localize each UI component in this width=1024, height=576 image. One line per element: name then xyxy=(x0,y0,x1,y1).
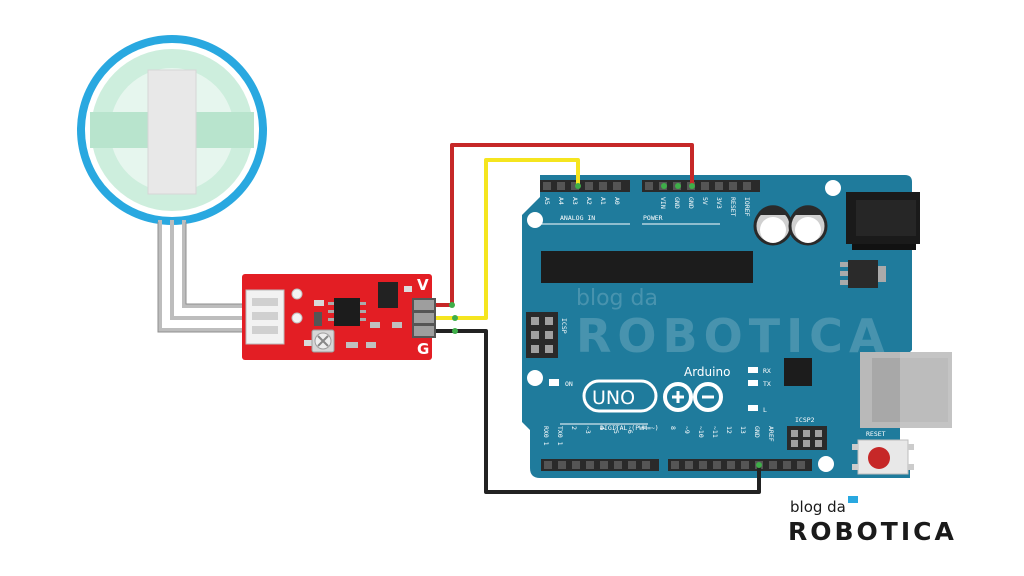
pin-label: A0 xyxy=(613,197,621,205)
power-label: POWER xyxy=(643,214,663,222)
pin-label: 3V3 xyxy=(715,197,723,209)
icsp2-header xyxy=(787,426,827,450)
digital-label: DIGITAL (PWM=~) xyxy=(600,424,659,432)
pin-v-label: V xyxy=(417,276,429,294)
usb-controller-chip xyxy=(784,358,812,386)
wire-signal xyxy=(436,158,580,320)
icsp-header xyxy=(526,312,558,358)
tx-led xyxy=(748,380,758,386)
pin-label: TX0 1 xyxy=(556,426,564,446)
sensor-element xyxy=(147,69,197,195)
reset-button xyxy=(852,439,914,475)
reset-label: RESET xyxy=(866,430,886,438)
pin-label: RESET xyxy=(729,197,737,217)
svg-text:ROBOTICA: ROBOTICA xyxy=(576,309,891,363)
pin-label: IOREF xyxy=(743,197,751,217)
pin-label: 13 xyxy=(739,426,747,434)
pin-label: GND xyxy=(673,197,681,209)
pin-label: 12 xyxy=(725,426,733,434)
rx-label: RX xyxy=(763,367,771,375)
pin-label: ~10 xyxy=(697,426,705,438)
pin-label: 2 xyxy=(570,426,578,430)
pin-label: AREF xyxy=(767,426,775,442)
logo-top-text: blog da xyxy=(790,498,846,516)
sensor-probe xyxy=(77,35,267,225)
pin-label: ~11 xyxy=(711,426,719,438)
sensor-leads xyxy=(158,220,246,332)
on-led xyxy=(549,379,559,386)
logo-bottom-text: ROBOTICA xyxy=(788,517,957,546)
svg-text:blog da: blog da xyxy=(576,286,658,311)
voltage-regulator xyxy=(840,260,886,288)
board-watermark: blog da ROBOTICA xyxy=(576,286,891,363)
pin-label: ~5 xyxy=(612,426,620,434)
pin-label: 8 xyxy=(669,426,677,430)
pin-label: 7 xyxy=(640,426,648,430)
robot-icon xyxy=(848,496,858,503)
l-led xyxy=(748,405,758,411)
plus-icon xyxy=(663,382,693,412)
pin-label: VIN xyxy=(659,197,667,209)
pin-label: RX0 1 xyxy=(542,426,550,446)
icsp-label: ICSP xyxy=(560,318,568,334)
pin-label: A1 xyxy=(599,197,607,205)
pin-label: A5 xyxy=(543,197,551,205)
l-label: L xyxy=(763,406,767,414)
uno-label: UNO xyxy=(592,387,635,409)
wire-gnd xyxy=(436,329,761,494)
capacitors xyxy=(753,205,828,246)
power-pin-labels: VIN GND GND 5V 3V3 RESET IOREF xyxy=(659,197,751,217)
pin-label: A3 xyxy=(571,197,579,205)
minus-icon xyxy=(693,382,723,412)
digital-right-labels: 8 ~9 ~10 ~11 12 13 GND AREF xyxy=(669,426,775,442)
arduino-logo: UNO Arduino xyxy=(582,365,730,413)
pin-label: 4 xyxy=(598,426,606,430)
digital-left-labels: RX0 1 TX0 1 2 ~3 4 ~5 ~6 7 xyxy=(542,426,648,446)
tx-label: TX xyxy=(763,380,771,388)
pin-label: ~6 xyxy=(626,426,634,434)
pin-label: A2 xyxy=(585,197,593,205)
brand-label: Arduino xyxy=(684,365,730,379)
rx-led xyxy=(748,367,758,373)
microcontroller-chip xyxy=(541,251,753,283)
pin-label: ~9 xyxy=(683,426,691,434)
pin-label: A4 xyxy=(557,197,565,205)
pin-g-label: G xyxy=(417,340,429,358)
pin-label: ~3 xyxy=(584,426,592,434)
board-body xyxy=(522,175,912,478)
sensor-module: V G xyxy=(242,274,436,360)
pin-label: GND xyxy=(687,197,695,209)
wire-vcc xyxy=(436,143,694,307)
dc-power-jack xyxy=(846,192,920,250)
analog-pin-labels: A5 A4 A3 A2 A1 A0 xyxy=(543,197,621,205)
comparator-chip xyxy=(334,298,360,326)
usb-port xyxy=(860,352,952,428)
pin-label: GND xyxy=(753,426,761,438)
on-label: ON xyxy=(565,380,573,388)
pin-label: 5V xyxy=(701,197,709,205)
analog-label: ANALOG IN xyxy=(560,214,595,222)
icsp2-label: ICSP2 xyxy=(795,416,815,424)
blog-logo: blog da ROBOTICA xyxy=(788,496,957,546)
